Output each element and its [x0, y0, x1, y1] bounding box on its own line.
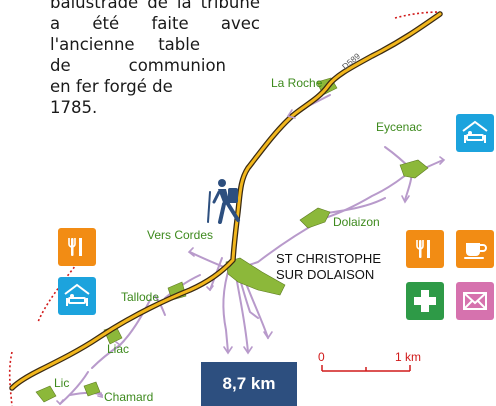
place-vers-cordes: Vers Cordes	[147, 228, 214, 242]
scale-start-label: 0	[318, 350, 325, 364]
place-la-roche: La Roche	[271, 76, 323, 90]
place-lic: Lic	[54, 376, 70, 390]
hotel-icon	[64, 283, 90, 306]
scale-bar	[321, 365, 411, 372]
pharmacy-icon	[414, 290, 436, 312]
post-office-tile	[456, 282, 494, 320]
pharmacy-tile	[406, 282, 444, 320]
intro-line-1: balustrade de la tribune	[50, 0, 260, 12]
place-chamard: Chamard	[104, 390, 154, 404]
place-eycenac: Eycenac	[376, 120, 423, 134]
restaurant-icon	[416, 240, 430, 258]
intro-line-2: a été faite avec	[50, 14, 260, 33]
post-office-icon	[463, 292, 487, 310]
intro-text: balustrade de la tribune a été faite ave…	[50, 0, 260, 118]
intro-line-6: 1785.	[50, 98, 98, 117]
place-liac: Liac	[107, 342, 130, 356]
coffee-tile	[456, 230, 494, 268]
scale-end-label: 1 km	[395, 350, 422, 364]
hotel-icon	[462, 120, 488, 143]
intro-line-3: l'ancienne table	[50, 35, 200, 54]
hiker-icon	[207, 179, 240, 224]
distance-badge: 8,7 km	[201, 362, 297, 406]
villages	[35, 77, 429, 403]
town-label-line1: ST CHRISTOPHE	[276, 251, 381, 266]
town-label-line2: SUR DOLAISON	[276, 267, 375, 282]
main-route	[9, 11, 443, 391]
town-label: ST CHRISTOPHE SUR DOLAISON	[276, 251, 381, 283]
restaurant-tile-left	[58, 228, 96, 266]
place-dolaizon: Dolaizon	[333, 215, 380, 229]
restaurant-tile-town	[406, 230, 444, 268]
place-tallode: Tallode	[121, 290, 160, 304]
path-arrows	[56, 109, 446, 406]
commune-boundary	[8, 11, 441, 406]
hotel-tile-left	[58, 277, 96, 315]
intro-line-4: de communion	[50, 56, 226, 75]
hotel-tile-right	[456, 114, 494, 152]
restaurant-icon	[68, 238, 82, 256]
paths	[59, 94, 444, 405]
intro-line-5: en fer forgé de	[50, 77, 173, 96]
coffee-icon	[464, 243, 487, 259]
